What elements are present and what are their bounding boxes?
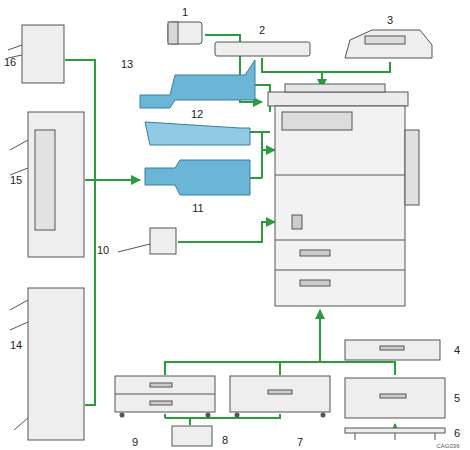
callout-number: 6	[454, 428, 460, 439]
figure-code: CAG036	[436, 443, 459, 449]
copier-body	[268, 84, 419, 306]
callout-number: 10	[97, 245, 109, 256]
callout-number: 5	[454, 393, 460, 404]
blue-trays	[140, 60, 255, 195]
callout-number: 3	[387, 15, 393, 26]
callout-number: 4	[454, 345, 460, 356]
callout-number: 16	[4, 57, 16, 68]
callout-number: 14	[10, 340, 22, 351]
callout-number: 1	[182, 7, 188, 18]
casters	[120, 413, 326, 418]
callout-number: 12	[191, 109, 203, 120]
callout-number: 7	[297, 437, 303, 448]
callout-number: 15	[10, 175, 22, 186]
callout-number: 13	[121, 59, 133, 70]
callout-number: 2	[259, 25, 265, 36]
callout-number: 9	[132, 437, 138, 448]
option-units	[8, 22, 445, 446]
callout-number: 8	[222, 435, 228, 446]
callout-number: 11	[192, 203, 203, 214]
